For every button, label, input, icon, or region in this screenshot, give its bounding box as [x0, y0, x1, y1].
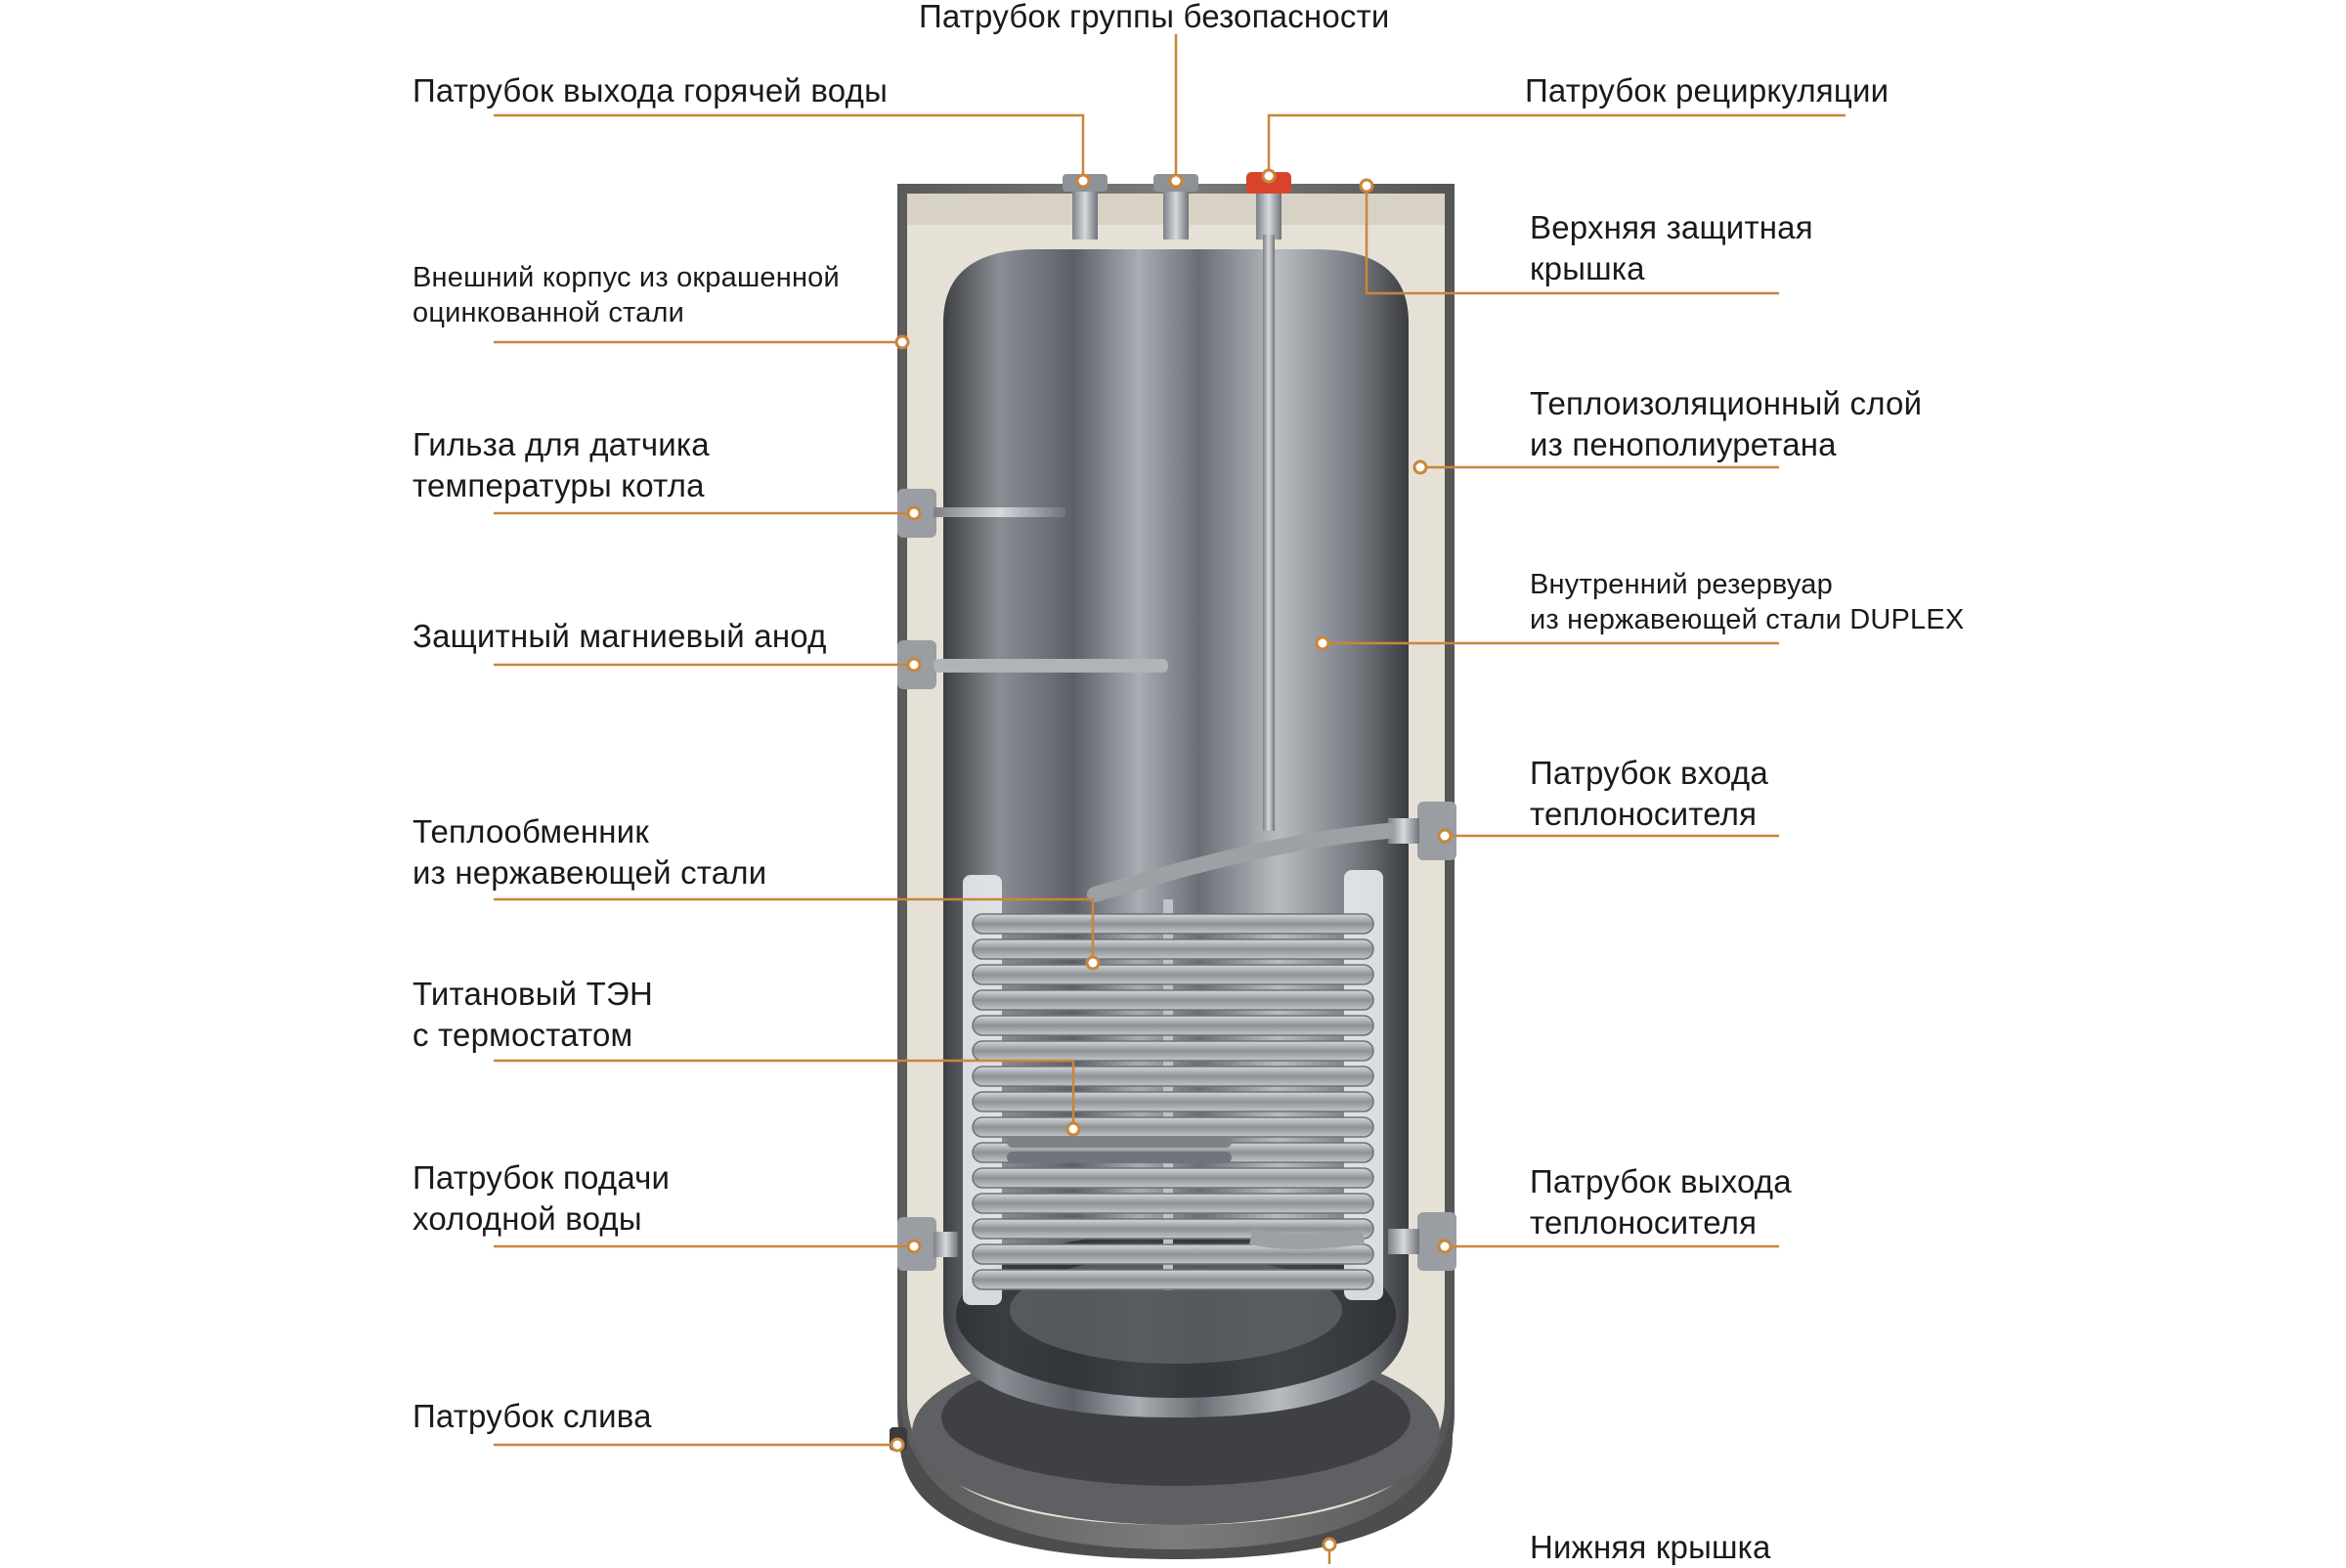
coil-ring	[972, 1066, 1374, 1087]
leader-recirculation	[1267, 113, 1846, 174]
coil-ring	[972, 989, 1374, 1011]
coil-ring	[972, 1116, 1374, 1138]
leader-hot-water-outlet	[494, 113, 1085, 181]
coil-ring	[972, 1040, 1374, 1062]
coil-ring	[972, 1015, 1374, 1036]
label-bottom-cover: Нижняя крышка	[1530, 1529, 1771, 1565]
label-safety-group: Патрубок группы безопасности	[919, 0, 1390, 34]
coil-ring	[972, 964, 1374, 985]
leader-titanium-heater	[494, 1059, 1075, 1129]
leader-lines	[494, 34, 1846, 1564]
recirculation-fitting	[1246, 172, 1291, 831]
label-drain: Патрубок слива	[413, 1398, 652, 1434]
label-recirculation: Патрубок рециркуляции	[1525, 72, 1890, 109]
label-outer-casing: Внешний корпус из окрашенной оцинкованно…	[413, 262, 840, 328]
leader-bottom-cover	[1327, 1545, 1331, 1564]
label-cold-water-inlet: Патрубок подачи холодной воды	[413, 1159, 671, 1237]
label-hot-water-outlet: Патрубок выхода горячей воды	[413, 72, 888, 109]
label-titanium-heater: Титановый ТЭН с термостатом	[413, 976, 653, 1053]
leader-dots	[890, 168, 1453, 1552]
coil-ring	[972, 1243, 1374, 1265]
label-heat-exchanger: Теплообменник из нержавеющей стали	[413, 813, 767, 891]
label-insulation: Теплоизоляционный слой из пенополиуретан…	[1530, 385, 1923, 462]
label-top-cover: Верхняя защитная крышка	[1530, 209, 1813, 286]
label-heating-inlet: Патрубок входа теплоносителя	[1530, 755, 1768, 832]
label-sensor-sleeve: Гильза для датчика температуры котла	[413, 426, 710, 503]
label-inner-tank: Внутренний резервуар из нержавеющей стал…	[1530, 569, 1965, 635]
coil-ring	[972, 1167, 1374, 1189]
coil-ring	[972, 913, 1374, 935]
leader-top-cover	[1365, 186, 1779, 295]
coil-ring	[972, 938, 1374, 960]
heating-outlet-fitting	[1388, 1212, 1456, 1271]
coil-ring	[972, 1269, 1374, 1290]
coil-ring	[972, 1193, 1374, 1214]
leader-heat-exchanger	[494, 897, 1095, 963]
label-magnesium-anode: Защитный магниевый анод	[413, 618, 827, 654]
coil-ring	[972, 1091, 1374, 1112]
titanium-heater-shape	[1007, 1136, 1232, 1163]
label-heating-outlet: Патрубок выхода теплоносителя	[1530, 1163, 1792, 1241]
